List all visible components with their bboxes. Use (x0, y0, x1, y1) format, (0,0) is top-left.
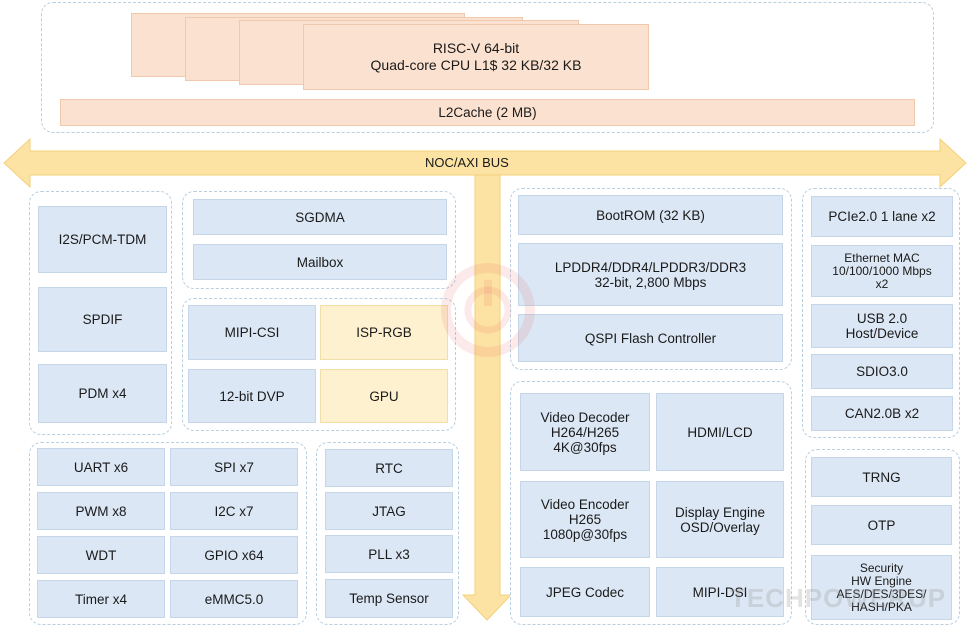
block-spdif: SPDIF (38, 287, 167, 352)
block-hdmi-lcd: HDMI/LCD (656, 393, 784, 471)
block-gpu: GPU (320, 369, 448, 423)
block-gpio: GPIO x64 (170, 536, 298, 574)
bus-horizontal-arrow (3, 137, 967, 189)
block-jpeg: JPEG Codec (520, 567, 650, 617)
block-usb: USB 2.0 Host/Device (811, 304, 953, 348)
l2-cache: L2Cache (2 MB) (60, 99, 915, 126)
block-pll: PLL x3 (325, 535, 453, 573)
bus-vertical-arrow (461, 174, 513, 621)
block-jtag: JTAG (325, 492, 453, 530)
block-temp-sensor: Temp Sensor (325, 579, 453, 618)
block-otp: OTP (811, 505, 952, 545)
block-pdm: PDM x4 (38, 364, 167, 423)
block-qspi: QSPI Flash Controller (518, 314, 783, 362)
block-i2s: I2S/PCM-TDM (38, 206, 167, 273)
block-display-engine: Display Engine OSD/Overlay (656, 481, 784, 558)
block-sdio: SDIO3.0 (811, 354, 953, 389)
bus-label: NOC/AXI BUS (425, 155, 509, 170)
block-sgdma: SGDMA (193, 199, 447, 235)
block-rtc: RTC (325, 449, 453, 487)
block-trng: TRNG (811, 457, 952, 497)
block-video-decoder: Video Decoder H264/H265 4K@30fps (520, 393, 650, 471)
block-ddr: LPDDR4/DDR4/LPDDR3/DDR3 32-bit, 2,800 Mb… (518, 243, 783, 306)
block-pwm: PWM x8 (37, 492, 165, 530)
block-can: CAN2.0B x2 (811, 396, 953, 431)
block-i2c: I2C x7 (170, 492, 298, 530)
block-ethernet: Ethernet MAC 10/100/1000 Mbps x2 (811, 245, 953, 297)
block-spi: SPI x7 (170, 448, 298, 486)
block-bootrom: BootROM (32 KB) (518, 195, 783, 235)
block-dvp: 12-bit DVP (188, 369, 316, 423)
block-mipi-dsi: MIPI-DSI (656, 567, 784, 617)
block-pcie: PCIe2.0 1 lane x2 (811, 196, 953, 237)
block-isp-rgb: ISP-RGB (320, 305, 448, 360)
block-mailbox: Mailbox (193, 244, 447, 280)
watermark-logo (441, 263, 535, 357)
block-timer: Timer x4 (37, 580, 165, 618)
block-video-encoder: Video Encoder H265 1080p@30fps (520, 481, 650, 558)
block-wdt: WDT (37, 536, 165, 574)
watermark-text: TECHPOWERUP (730, 583, 947, 613)
block-emmc: eMMC5.0 (170, 580, 298, 618)
block-security-engine: Security HW Engine AES/DES/3DES/ HASH/PK… (811, 555, 952, 620)
cpu-core-label: RISC-V 64-bit Quad-core CPU L1$ 32 KB/32… (303, 24, 649, 90)
block-mipi-csi: MIPI-CSI (188, 305, 316, 360)
block-uart: UART x6 (37, 448, 165, 486)
